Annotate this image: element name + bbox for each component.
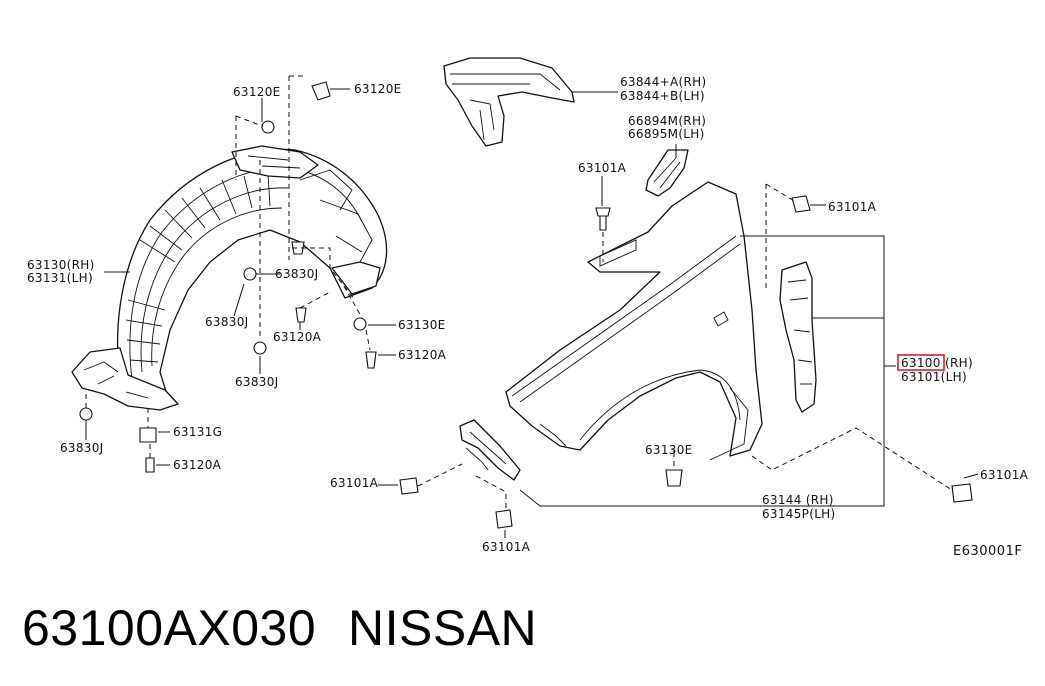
label-63120E-right: 63120E	[354, 82, 402, 96]
label-63830J-upper: 63830J	[275, 267, 319, 281]
label-63830J-mid: 63830J	[205, 315, 249, 329]
label-63144-rh: 63144 (RH)	[762, 493, 834, 507]
label-63830J-lower: 63830J	[235, 375, 279, 389]
right-leader-lines	[378, 91, 979, 538]
label-63101A-upper-right: 63101A	[828, 200, 877, 214]
right-dashed-lines	[417, 183, 953, 508]
left-part-labels: 63120E 63120E 63130(RH) 63131(LH) 63830J…	[27, 82, 447, 472]
label-63101A-top: 63101A	[578, 161, 627, 175]
label-63844B-lh: 63844+B(LH)	[620, 89, 705, 103]
label-63130E-right: 63130E	[645, 443, 693, 457]
label-63131G: 63131G	[173, 425, 222, 439]
seal-bracket-drawing	[645, 149, 689, 197]
label-63101A-bottom: 63101A	[482, 540, 531, 554]
label-63101A-left: 63101A	[330, 476, 379, 490]
left-dashed-lines	[85, 75, 371, 458]
label-63844A-rh: 63844+A(RH)	[620, 75, 706, 89]
label-63101A-far-right: 63101A	[980, 468, 1029, 482]
label-63131-lh: 63131(LH)	[27, 271, 93, 285]
left-leader-lines	[85, 88, 396, 466]
fender-protector-drawing	[71, 145, 388, 411]
label-63120A-right: 63120A	[398, 348, 447, 362]
right-fasteners	[399, 195, 973, 529]
highlight-box	[897, 354, 945, 371]
label-63830J-bottom: 63830J	[60, 441, 104, 455]
left-fasteners	[79, 81, 377, 473]
label-63130E-left: 63130E	[398, 318, 446, 332]
label-66894M-rh: 66894M(RH)	[628, 114, 706, 128]
footer-part-number: 63100AX030	[22, 600, 317, 656]
label-63120E-left: 63120E	[233, 85, 281, 99]
label-63100-rh: 63100	[901, 356, 941, 370]
front-fender-drawing	[505, 181, 763, 461]
label-63101-lh: 63101(LH)	[901, 370, 967, 384]
front-bracket-drawing	[459, 419, 521, 481]
label-66895M-lh: 66895M(LH)	[628, 127, 705, 141]
diagram-code: E630001F	[953, 544, 1023, 559]
right-part-labels: 63844+A(RH) 63844+B(LH) 66894M(RH) 66895…	[330, 75, 1029, 554]
fender-rear-bracket-drawing	[779, 261, 817, 413]
footer-brand: NISSAN	[348, 600, 538, 656]
label-63120A-bottom: 63120A	[173, 458, 222, 472]
label-63130-rh: 63130(RH)	[27, 258, 95, 272]
label-63145P-lh: 63145P(LH)	[762, 507, 835, 521]
label-63100-rh-side: (RH)	[945, 356, 973, 370]
label-63120A-mid: 63120A	[273, 330, 322, 344]
fender-molding-drawing	[443, 57, 575, 147]
